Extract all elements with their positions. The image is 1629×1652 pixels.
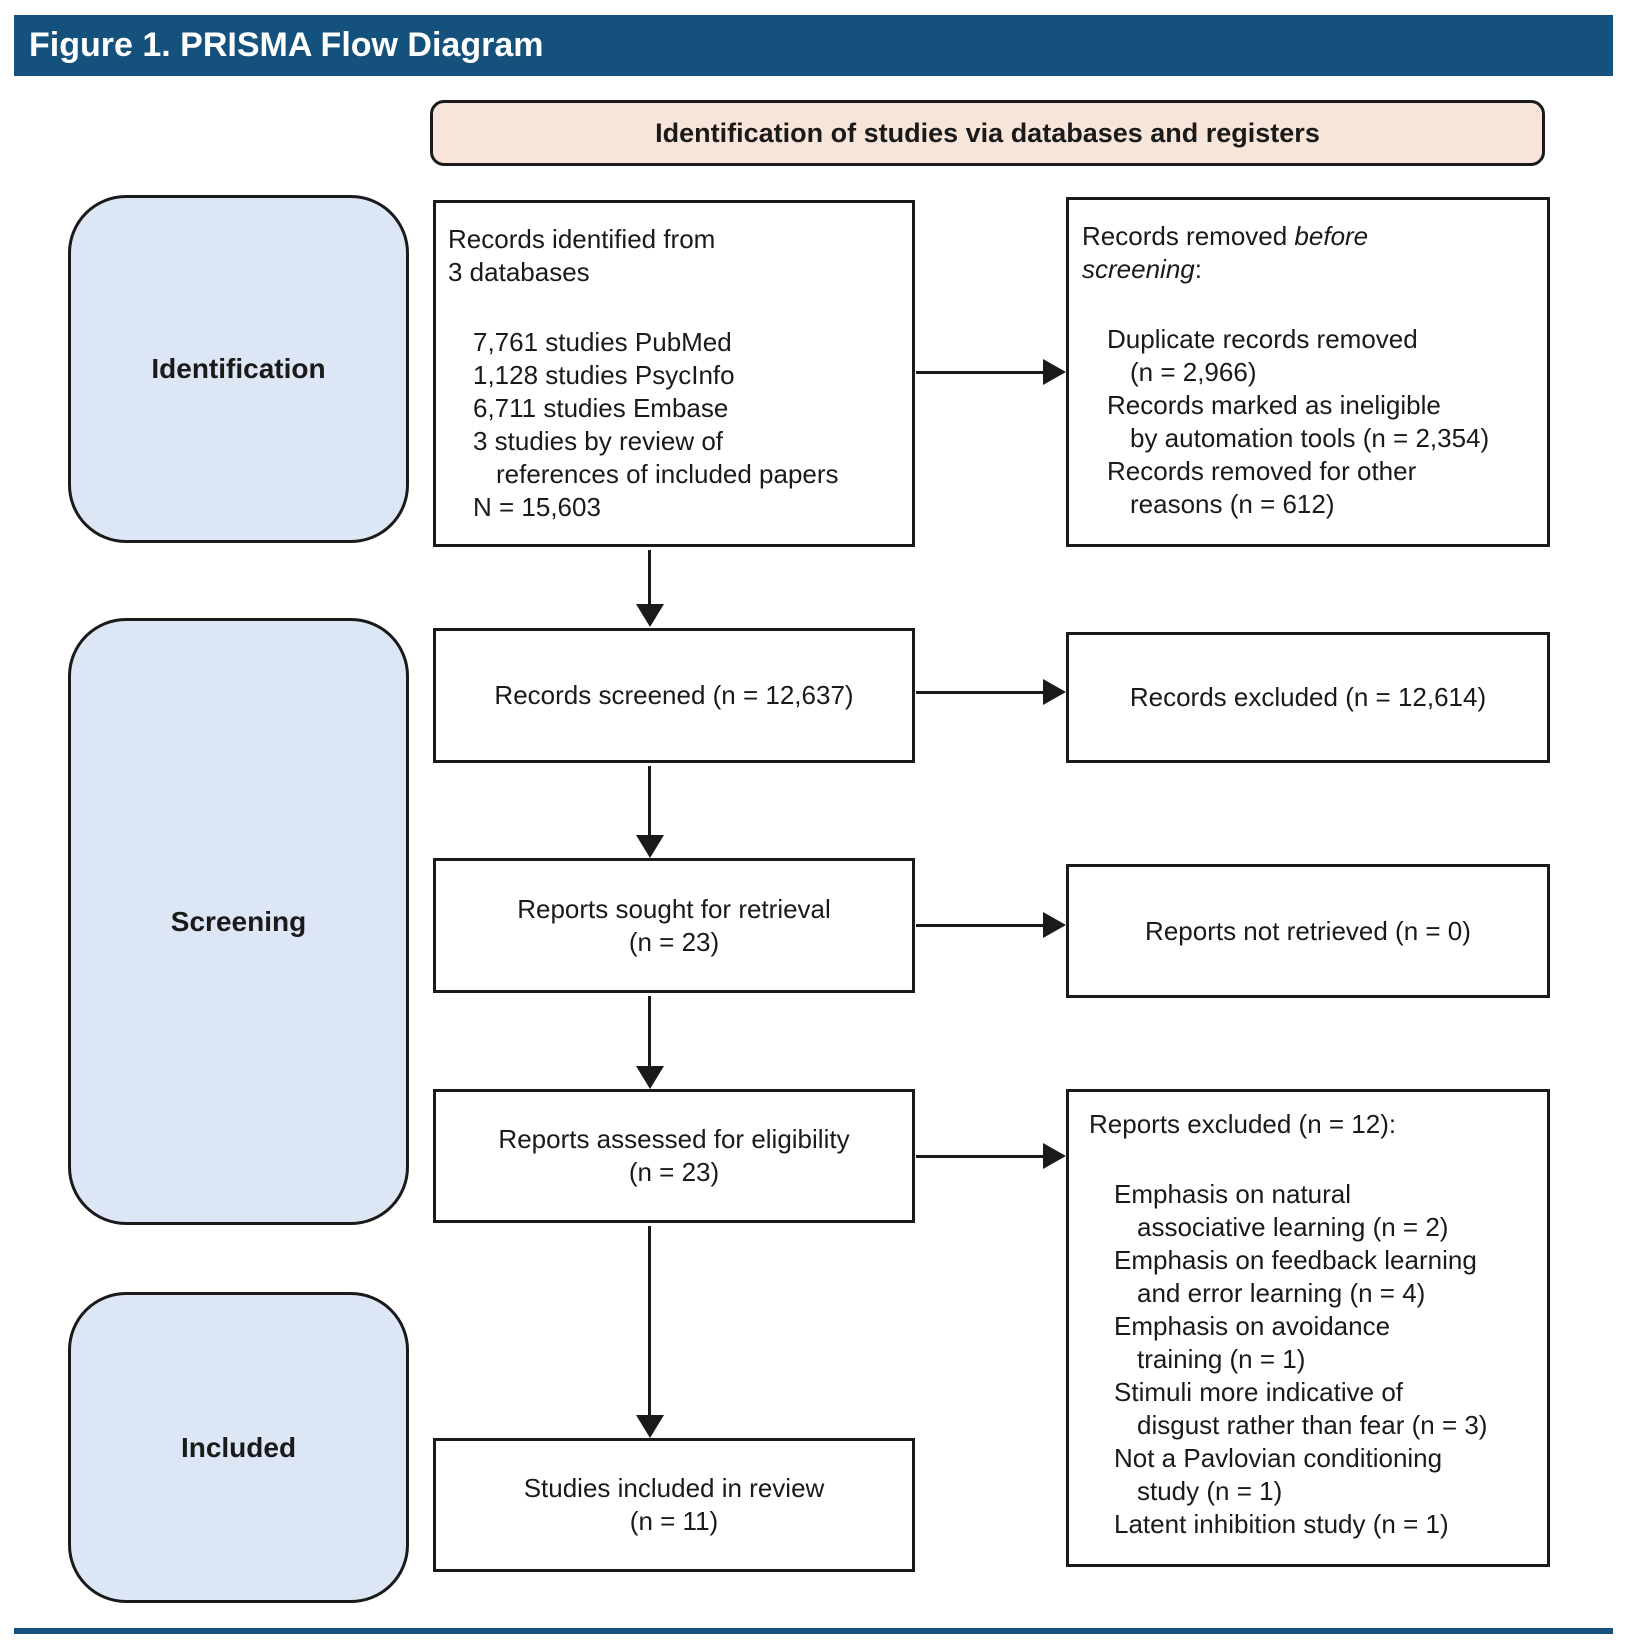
right-arrow-icon [916,371,1044,374]
text-line: references of included papers [496,459,839,489]
reports-assessed-box: Reports assessed for eligibility (n = 23… [433,1089,915,1223]
reports-sought-box: Reports sought for retrieval (n = 23) [433,858,915,993]
stage-included-label: Included [180,1431,297,1463]
text-line: 7,761 studies PubMed [473,327,732,357]
text-line: reasons (n = 612) [1130,489,1335,519]
text-line: 6,711 studies Embase [473,393,729,423]
text-line: by automation tools (n = 2,354) [1130,423,1490,453]
text-line: N = 15,603 [473,492,601,522]
identification-header-label: Identification of studies via databases … [655,117,1320,148]
text-line: Latent inhibition study (n = 1) [1114,1509,1449,1539]
right-arrow-icon [916,924,1044,927]
right-arrowhead-icon [1043,1143,1066,1169]
text-segment-italic: before [1294,221,1369,251]
stage-included: Included [68,1292,409,1603]
text-line: Records marked as ineligible [1107,390,1441,420]
right-arrowhead-icon [1043,912,1066,938]
stage-screening-label: Screening [170,905,307,937]
text-line: screening: [1082,253,1541,286]
text-line: 3 studies by review of [473,426,724,456]
right-arrowhead-icon [1043,679,1066,705]
down-arrow-icon [648,996,651,1066]
down-arrowhead-icon [636,604,664,627]
bottom-rule-divider [14,1628,1613,1634]
text-segment: Records removed [1082,221,1295,251]
text-line: Not a Pavlovian conditioning [1114,1443,1443,1473]
records-excluded-box: Records excluded (n = 12,614) [1066,632,1550,763]
stage-screening: Screening [68,618,409,1225]
text-line: study (n = 1) [1137,1476,1283,1506]
text-line: Studies included in review [523,1473,825,1503]
stage-identification-label: Identification [151,353,326,384]
spacer-line [1089,1141,1543,1178]
text-line: disgust rather than fear (n = 3) [1137,1410,1488,1440]
spacer-line [448,289,902,326]
down-arrow-icon [648,766,651,835]
stage-identification: Identification [68,195,409,543]
reports-not-retrieved-box: Reports not retrieved (n = 0) [1066,864,1550,998]
text-line: training (n = 1) [1137,1344,1306,1374]
text-line: (n = 23) [628,926,720,957]
down-arrowhead-icon [636,1066,664,1089]
right-arrowhead-icon [1043,359,1066,385]
down-arrowhead-icon [636,1415,664,1438]
text-line: Emphasis on feedback learning [1114,1245,1477,1275]
text-line: Records screened (n = 12,637) [494,680,854,710]
figure-title-bar: Figure 1. PRISMA Flow Diagram [14,15,1613,76]
text-line: Reports not retrieved (n = 0) [1145,915,1471,946]
text-line: Emphasis on natural [1114,1179,1352,1209]
records-screened-box: Records screened (n = 12,637) [433,628,915,763]
text-line: Reports sought for retrieval [517,893,831,924]
text-line: Records excluded (n = 12,614) [1129,682,1487,712]
text-line: associative learning (n = 2) [1137,1212,1449,1242]
text-line: Reports excluded (n = 12): [1089,1109,1397,1139]
text-line: (n = 11) [629,1506,719,1536]
text-line: Stimuli more indicative of [1114,1377,1403,1407]
studies-included-box: Studies included in review (n = 11) [433,1438,915,1572]
down-arrow-icon [648,550,651,604]
text-line: Records identified from [448,224,716,254]
text-line: Reports assessed for eligibility [498,1124,850,1154]
right-arrow-icon [916,691,1044,694]
identification-header-box: Identification of studies via databases … [430,100,1545,166]
text-segment-italic: screening [1082,254,1195,284]
text-line: Records removed before [1082,220,1541,253]
text-line: Emphasis on avoidance [1114,1311,1391,1341]
records-identified-box: Records identified from 3 databases 7,76… [433,200,915,547]
down-arrow-icon [648,1226,651,1415]
text-line: (n = 2,966) [1130,357,1257,387]
text-line: and error learning (n = 4) [1137,1278,1426,1308]
text-line: 3 databases [448,257,590,287]
right-arrow-icon [916,1155,1044,1158]
reports-excluded-box: Reports excluded (n = 12): Emphasis on n… [1066,1089,1550,1567]
text-segment: : [1194,254,1202,284]
figure-title: Figure 1. PRISMA Flow Diagram [29,26,544,64]
text-line: 1,128 studies PsycInfo [473,360,735,390]
spacer-line [1082,286,1541,323]
down-arrowhead-icon [636,835,664,858]
records-removed-box: Records removed before screening: Duplic… [1066,197,1550,547]
text-line: Duplicate records removed [1107,324,1418,354]
text-line: (n = 23) [628,1157,720,1187]
text-line: Records removed for other [1107,456,1417,486]
